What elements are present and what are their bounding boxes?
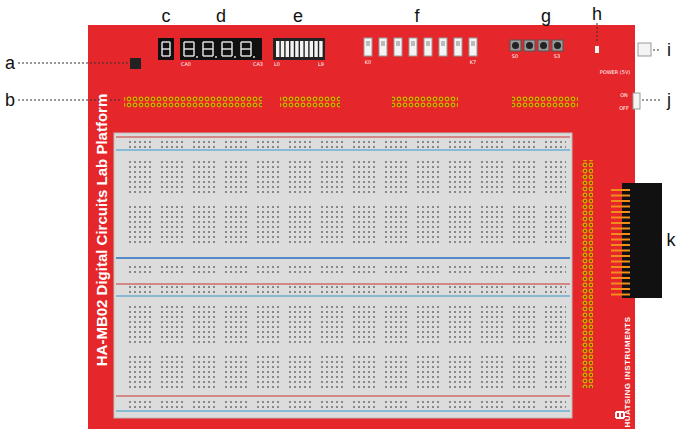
power-led bbox=[595, 46, 599, 53]
breadboard bbox=[114, 133, 572, 418]
pin-name: K7 bbox=[470, 60, 476, 65]
power-switch bbox=[633, 93, 640, 109]
callout-letter: i bbox=[666, 41, 672, 59]
four-digit-display bbox=[180, 38, 262, 60]
pin-name: CA3 bbox=[253, 62, 263, 67]
callout-letter: g bbox=[540, 7, 552, 25]
dip-switches bbox=[364, 38, 477, 56]
callout-letter: a bbox=[4, 54, 16, 72]
callout-letter: d bbox=[215, 7, 227, 25]
maker-name: HUATSING INSTRUMENTS bbox=[624, 316, 632, 427]
switch-label: OFF bbox=[619, 106, 629, 111]
pin-header bbox=[512, 96, 578, 108]
callout-letter: b bbox=[4, 91, 16, 109]
pin-header bbox=[124, 96, 262, 108]
pin-name: K0 bbox=[365, 60, 371, 65]
callout-letter: e bbox=[292, 7, 304, 25]
callout-letter: k bbox=[666, 231, 677, 249]
board bbox=[88, 25, 635, 429]
logo bbox=[616, 412, 624, 418]
pin-header bbox=[581, 160, 593, 388]
board-title: HA-MB02 Digital Circuits Lab Platform bbox=[94, 94, 109, 367]
callout-letter: h bbox=[591, 5, 603, 23]
led-bar-graph bbox=[273, 38, 325, 60]
pin-name: L0 bbox=[274, 62, 280, 67]
pin-name: CA0 bbox=[181, 62, 191, 67]
pin-name: S0 bbox=[512, 54, 518, 59]
pin-header bbox=[280, 96, 340, 108]
callout-letter: f bbox=[413, 7, 420, 25]
pin-name: S3 bbox=[554, 54, 560, 59]
ic-chip bbox=[130, 58, 141, 69]
switch-label: POWER (5V) bbox=[600, 70, 631, 75]
callout-letter: c bbox=[161, 7, 172, 25]
leader-lines bbox=[18, 23, 662, 240]
pin-header bbox=[392, 96, 458, 108]
pin-name: L9 bbox=[318, 62, 324, 67]
callout-letter: j bbox=[666, 91, 672, 109]
push-buttons bbox=[510, 40, 563, 51]
power-jack bbox=[638, 43, 651, 56]
switch-label: ON bbox=[620, 93, 628, 98]
seven-segment-digit bbox=[158, 38, 174, 60]
